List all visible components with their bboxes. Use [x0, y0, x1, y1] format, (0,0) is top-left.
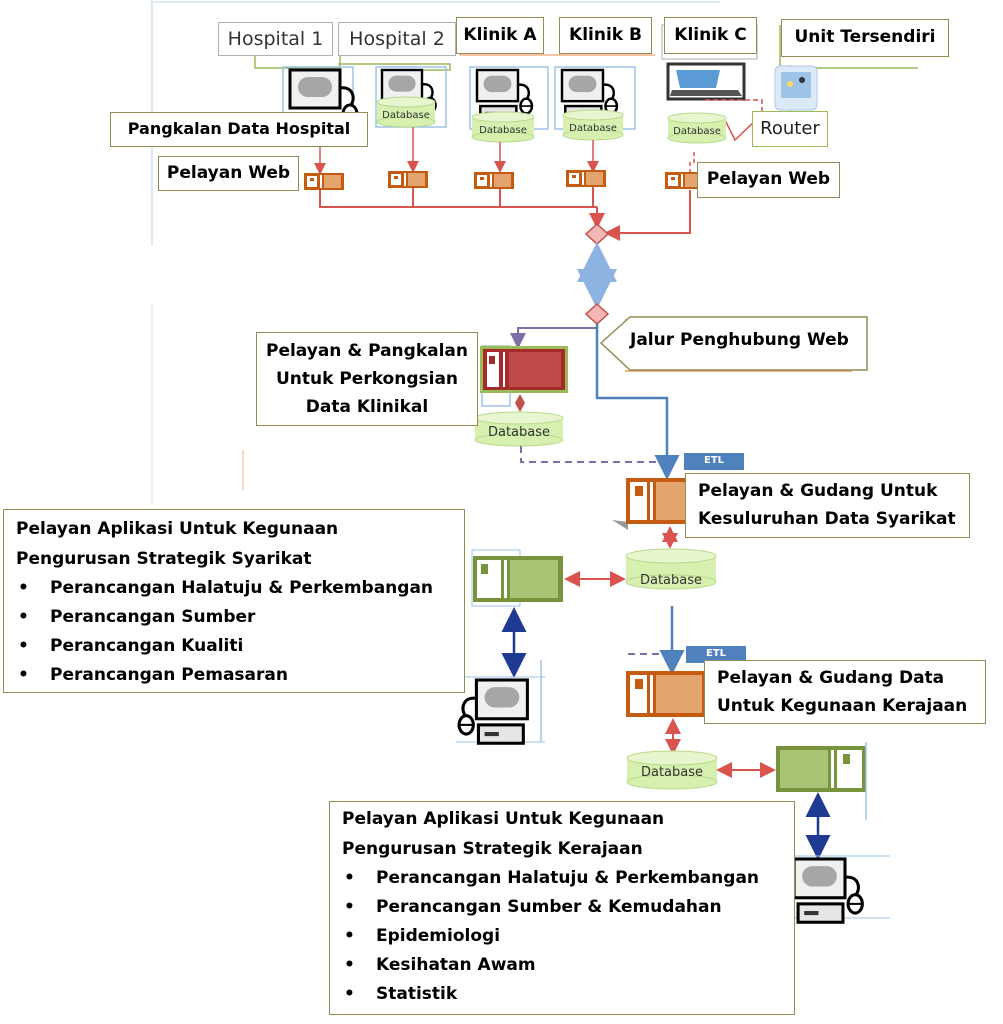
list-item: Perancangan Kualiti [16, 632, 464, 661]
data-warehouse-server-syarikat-icon [612, 478, 690, 530]
data-warehouse-server-kerajaan-icon [626, 671, 706, 717]
label-line: Kesuluruhan Data Syarikat [698, 509, 956, 529]
svg-text:Database: Database [640, 573, 702, 588]
label-jalur-penghubung-web: Jalur Penghubung Web [630, 330, 849, 350]
web-server-icon [566, 170, 606, 187]
site-label-klinik-b: Klinik B [559, 17, 652, 54]
pc-kerajaan-icon [792, 857, 864, 924]
list-title: Pelayan Aplikasi Untuk Kegunaan [342, 809, 665, 829]
label-line: Data Klinikal [305, 397, 429, 417]
web-server-icon [388, 171, 428, 188]
list-item: Perancangan Sumber [16, 603, 464, 632]
database-kerajaan: Database [626, 750, 718, 790]
database-syarikat: Database [625, 548, 717, 590]
database-klinik-a: Database [471, 111, 535, 143]
list-item: Epidemiologi [342, 922, 794, 951]
web-server-icon [304, 173, 344, 190]
site-label-hospital-1: Hospital 1 [218, 22, 333, 56]
site-label-klinik-a: Klinik A [456, 17, 544, 54]
etl-tag-kerajaan: ETL [686, 646, 746, 663]
label-pelayan-web-right: Pelayan Web [697, 162, 840, 198]
app-server-kerajaan-icon [776, 746, 866, 792]
pc-syarikat-icon [457, 678, 529, 745]
svg-text:Database: Database [479, 125, 527, 136]
label-pangkalan-data-hospital: Pangkalan Data Hospital [110, 112, 368, 147]
label-clinical-data-sharing: Pelayan & Pangkalan Untuk Perkongsian Da… [256, 332, 478, 426]
label-data-warehouse-kerajaan: Pelayan & Gudang Data Untuk Kegunaan Ker… [704, 660, 986, 724]
app-server-syarikat-icon [471, 549, 563, 607]
label-line: Pelayan & Pangkalan [265, 341, 468, 361]
etl-tag-syarikat: ETL [684, 453, 744, 470]
clinical-share-server-icon [480, 345, 568, 407]
list-item: Perancangan Pemasaran [16, 661, 464, 690]
database-klinik-c: Database [667, 112, 727, 144]
site-label-unit-tersendiri: Unit Tersendiri [781, 19, 949, 57]
database-hospital-2: Database [376, 96, 436, 128]
label-data-warehouse-syarikat: Pelayan & Gudang Untuk Kesuluruhan Data … [685, 473, 970, 538]
label-pelayan-web-left: Pelayan Web [158, 156, 299, 191]
list-item: Perancangan Halatuju & Perkembangan [16, 574, 464, 603]
function-list: Perancangan Halatuju & Perkembangan Pera… [16, 574, 464, 690]
svg-text:Database: Database [569, 123, 617, 134]
database-clinical-share: Database [474, 411, 564, 447]
site-label-hospital-2: Hospital 2 [338, 22, 456, 56]
site-label-klinik-c: Klinik C [664, 17, 757, 54]
svg-text:Database: Database [673, 126, 721, 137]
list-item: Statistik [342, 980, 794, 1009]
list-title: Pelayan Aplikasi Untuk Kegunaan [16, 519, 339, 539]
label-line: Pelayan & Gudang Data [717, 668, 945, 688]
label-line: Untuk Perkongsian [275, 369, 459, 389]
laptop-icon [666, 62, 746, 101]
list-item: Perancangan Halatuju & Perkembangan [342, 864, 794, 893]
callout-jalur-penghubung-web [600, 316, 868, 371]
database-label: Database [382, 110, 430, 121]
function-list: Perancangan Halatuju & Perkembangan Pera… [342, 864, 794, 1009]
list-title: Pengurusan Strategik Kerajaan [342, 839, 643, 859]
svg-text:Database: Database [488, 425, 550, 440]
database-klinik-b: Database [562, 109, 624, 141]
web-server-icon [474, 172, 514, 189]
list-item: Kesihatan Awam [342, 951, 794, 980]
list-title: Pengurusan Strategik Syarikat [16, 549, 312, 569]
label-router: Router [752, 111, 828, 147]
app-server-kerajaan-description: Pelayan Aplikasi Untuk Kegunaan Pengurus… [329, 801, 795, 1015]
label-line: Untuk Kegunaan Kerajaan [717, 696, 968, 716]
app-server-syarikat-description: Pelayan Aplikasi Untuk Kegunaan Pengurus… [3, 509, 465, 693]
label-line: Pelayan & Gudang Untuk [698, 481, 938, 501]
svg-text:Database: Database [641, 765, 703, 780]
router-device-icon [774, 65, 818, 111]
junction-diamond-top [584, 222, 610, 246]
list-item: Perancangan Sumber & Kemudahan [342, 893, 794, 922]
